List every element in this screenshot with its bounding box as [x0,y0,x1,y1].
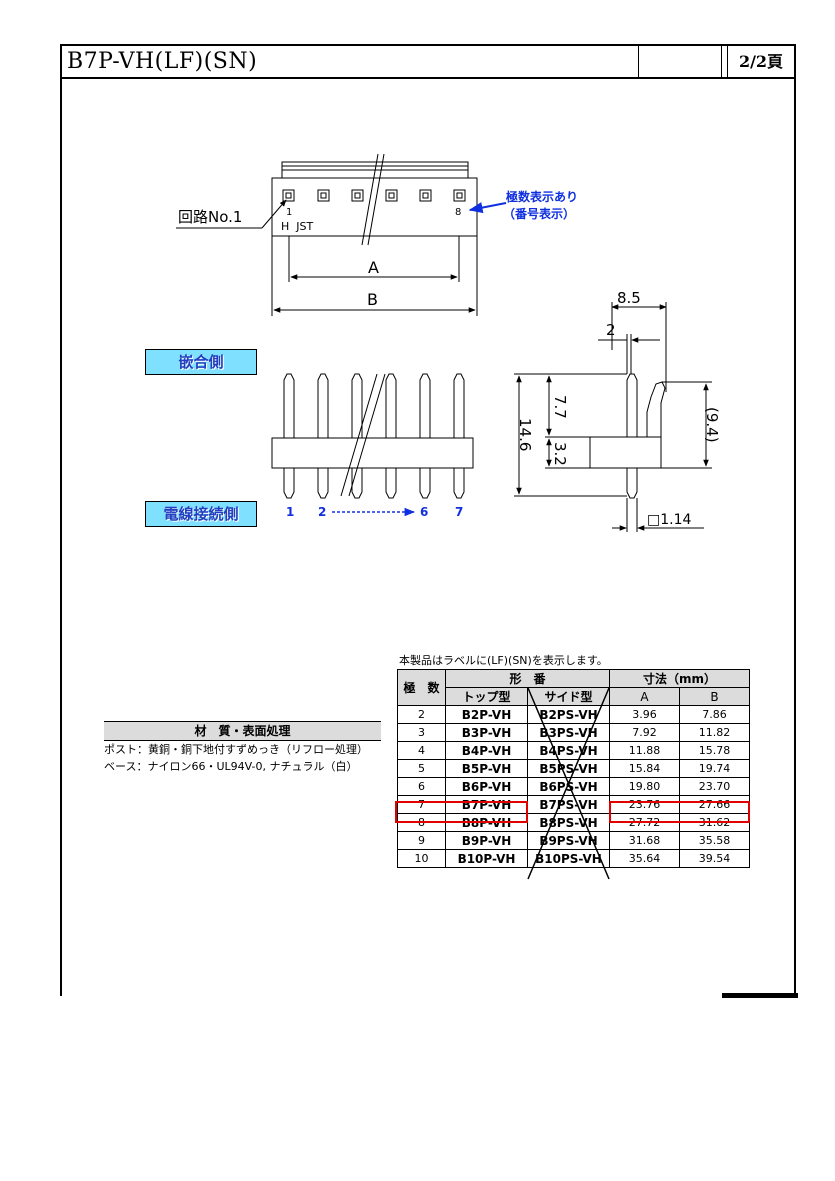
dimension-2: 2 [606,321,616,339]
label-note: 本製品はラベルに(LF)(SN)を表示します。 [399,654,608,667]
dim-a-cell: 19.80 [609,777,680,796]
top-type-cell: B4P-VH [445,741,528,760]
poles-cell: 9 [397,831,446,850]
pin-seq-2: 2 [318,505,326,519]
pin-holes [282,189,466,202]
circuit-number-label: 回路No.1 [178,208,242,226]
dimension-8-5: 8.5 [617,289,641,307]
top-type-cell: B10P-VH [445,849,528,868]
side-type-cell: B10PS-VH [527,849,610,868]
dim-b-cell: 7.86 [679,705,750,724]
pin-seq-1: 1 [286,505,294,519]
header-dimensions: 寸法（mm） [609,669,750,688]
frame-corner-bar [722,993,798,998]
dimension-a: A [368,258,379,277]
side-type-cell: B3PS-VH [527,723,610,742]
poles-cell: 10 [397,849,446,868]
polarity-note-line1: 極数表示あり [506,189,578,204]
dim-b-cell: 35.58 [679,831,750,850]
dimension-9-4: (9.4) [703,407,721,443]
side-view [514,302,712,532]
side-type-cell: B6PS-VH [527,777,610,796]
pin-number-first: 1 [286,207,292,218]
header-a: A [609,687,680,706]
highlight-dims-cell [609,801,750,823]
dim-a-cell: 35.64 [609,849,680,868]
poles-cell: 2 [397,705,446,724]
dim-b-cell: 23.70 [679,777,750,796]
header-poles: 極 数 [397,669,446,706]
material-heading: 材 質・表面処理 [104,721,381,741]
side-type-cell: B4PS-VH [527,741,610,760]
side-type-cell: B2PS-VH [527,705,610,724]
dimension-1-14: □1.14 [647,512,691,528]
top-type-cell: B3P-VH [445,723,528,742]
pin-number-last: 8 [455,207,461,218]
side-type-cell: B5PS-VH [527,759,610,778]
material-base: ベース：ナイロン66・UL94V-0, ナチュラル（白） [104,760,358,773]
top-type-cell: B6P-VH [445,777,528,796]
dimension-7-7: 7.7 [551,395,569,419]
part-number-title: B7P-VH(LF)(SN) [67,49,258,74]
header-top-type: トップ型 [445,687,528,706]
poles-cell: 5 [397,759,446,778]
dimension-3-2: 3.2 [551,442,569,466]
side-type-cell: B8PS-VH [527,813,610,832]
dim-b-cell: 19.74 [679,759,750,778]
poles-cell: 6 [397,777,446,796]
title-block: B7P-VH(LF)(SN) 2/2頁 [62,46,794,79]
pin-seq-6: 6 [420,505,428,519]
dim-b-cell: 15.78 [679,741,750,760]
top-view [176,153,478,316]
table-subheader-row: トップ型 サイド型 A B [398,687,750,706]
table-header-row: 極 数 形 番 寸法（mm） [397,669,750,706]
header-b: B [679,687,750,706]
highlight-model-cell [395,801,528,823]
front-view [271,373,474,499]
polarity-note-line2: （番号表示） [503,206,575,221]
header-model: 形 番 [445,669,610,688]
material-post: ポスト：黄銅・銅下地付すずめっき（リフロー処理） [104,743,368,756]
dimension-14-6: 14.6 [516,418,534,451]
housing-marking: H JST [281,220,313,233]
dimension-b: B [367,290,378,309]
side-type-cell: B7PS-VH [527,795,610,814]
dim-a-cell: 3.96 [609,705,680,724]
poles-cell: 4 [397,741,446,760]
page-number: 2/2頁 [727,46,794,77]
polarity-arrow [468,202,507,214]
dim-a-cell: 31.68 [609,831,680,850]
dim-a-cell: 15.84 [609,759,680,778]
header-side-type: サイド型 [527,687,610,706]
top-type-cell: B9P-VH [445,831,528,850]
title-blank-cell [638,46,722,77]
top-type-cell: B5P-VH [445,759,528,778]
mating-side-badge: 嵌合側 [145,349,257,375]
connector-drawing: 1 8 H JST 回路No.1 A B 極数表示あり （番号表示） [176,153,721,532]
material-block: 材 質・表面処理 ポスト：黄銅・銅下地付すずめっき（リフロー処理） ベース：ナイ… [104,721,381,775]
side-type-cell: B9PS-VH [527,831,610,850]
poles-cell: 3 [397,723,446,742]
drawing-frame: B7P-VH(LF)(SN) 2/2頁 [60,44,796,996]
wire-side-badge: 電線接続側 [145,501,257,527]
dim-b-cell: 11.82 [679,723,750,742]
top-type-cell: B2P-VH [445,705,528,724]
pin-seq-7: 7 [455,505,463,519]
dim-a-cell: 11.88 [609,741,680,760]
dim-b-cell: 39.54 [679,849,750,868]
dim-a-cell: 7.92 [609,723,680,742]
